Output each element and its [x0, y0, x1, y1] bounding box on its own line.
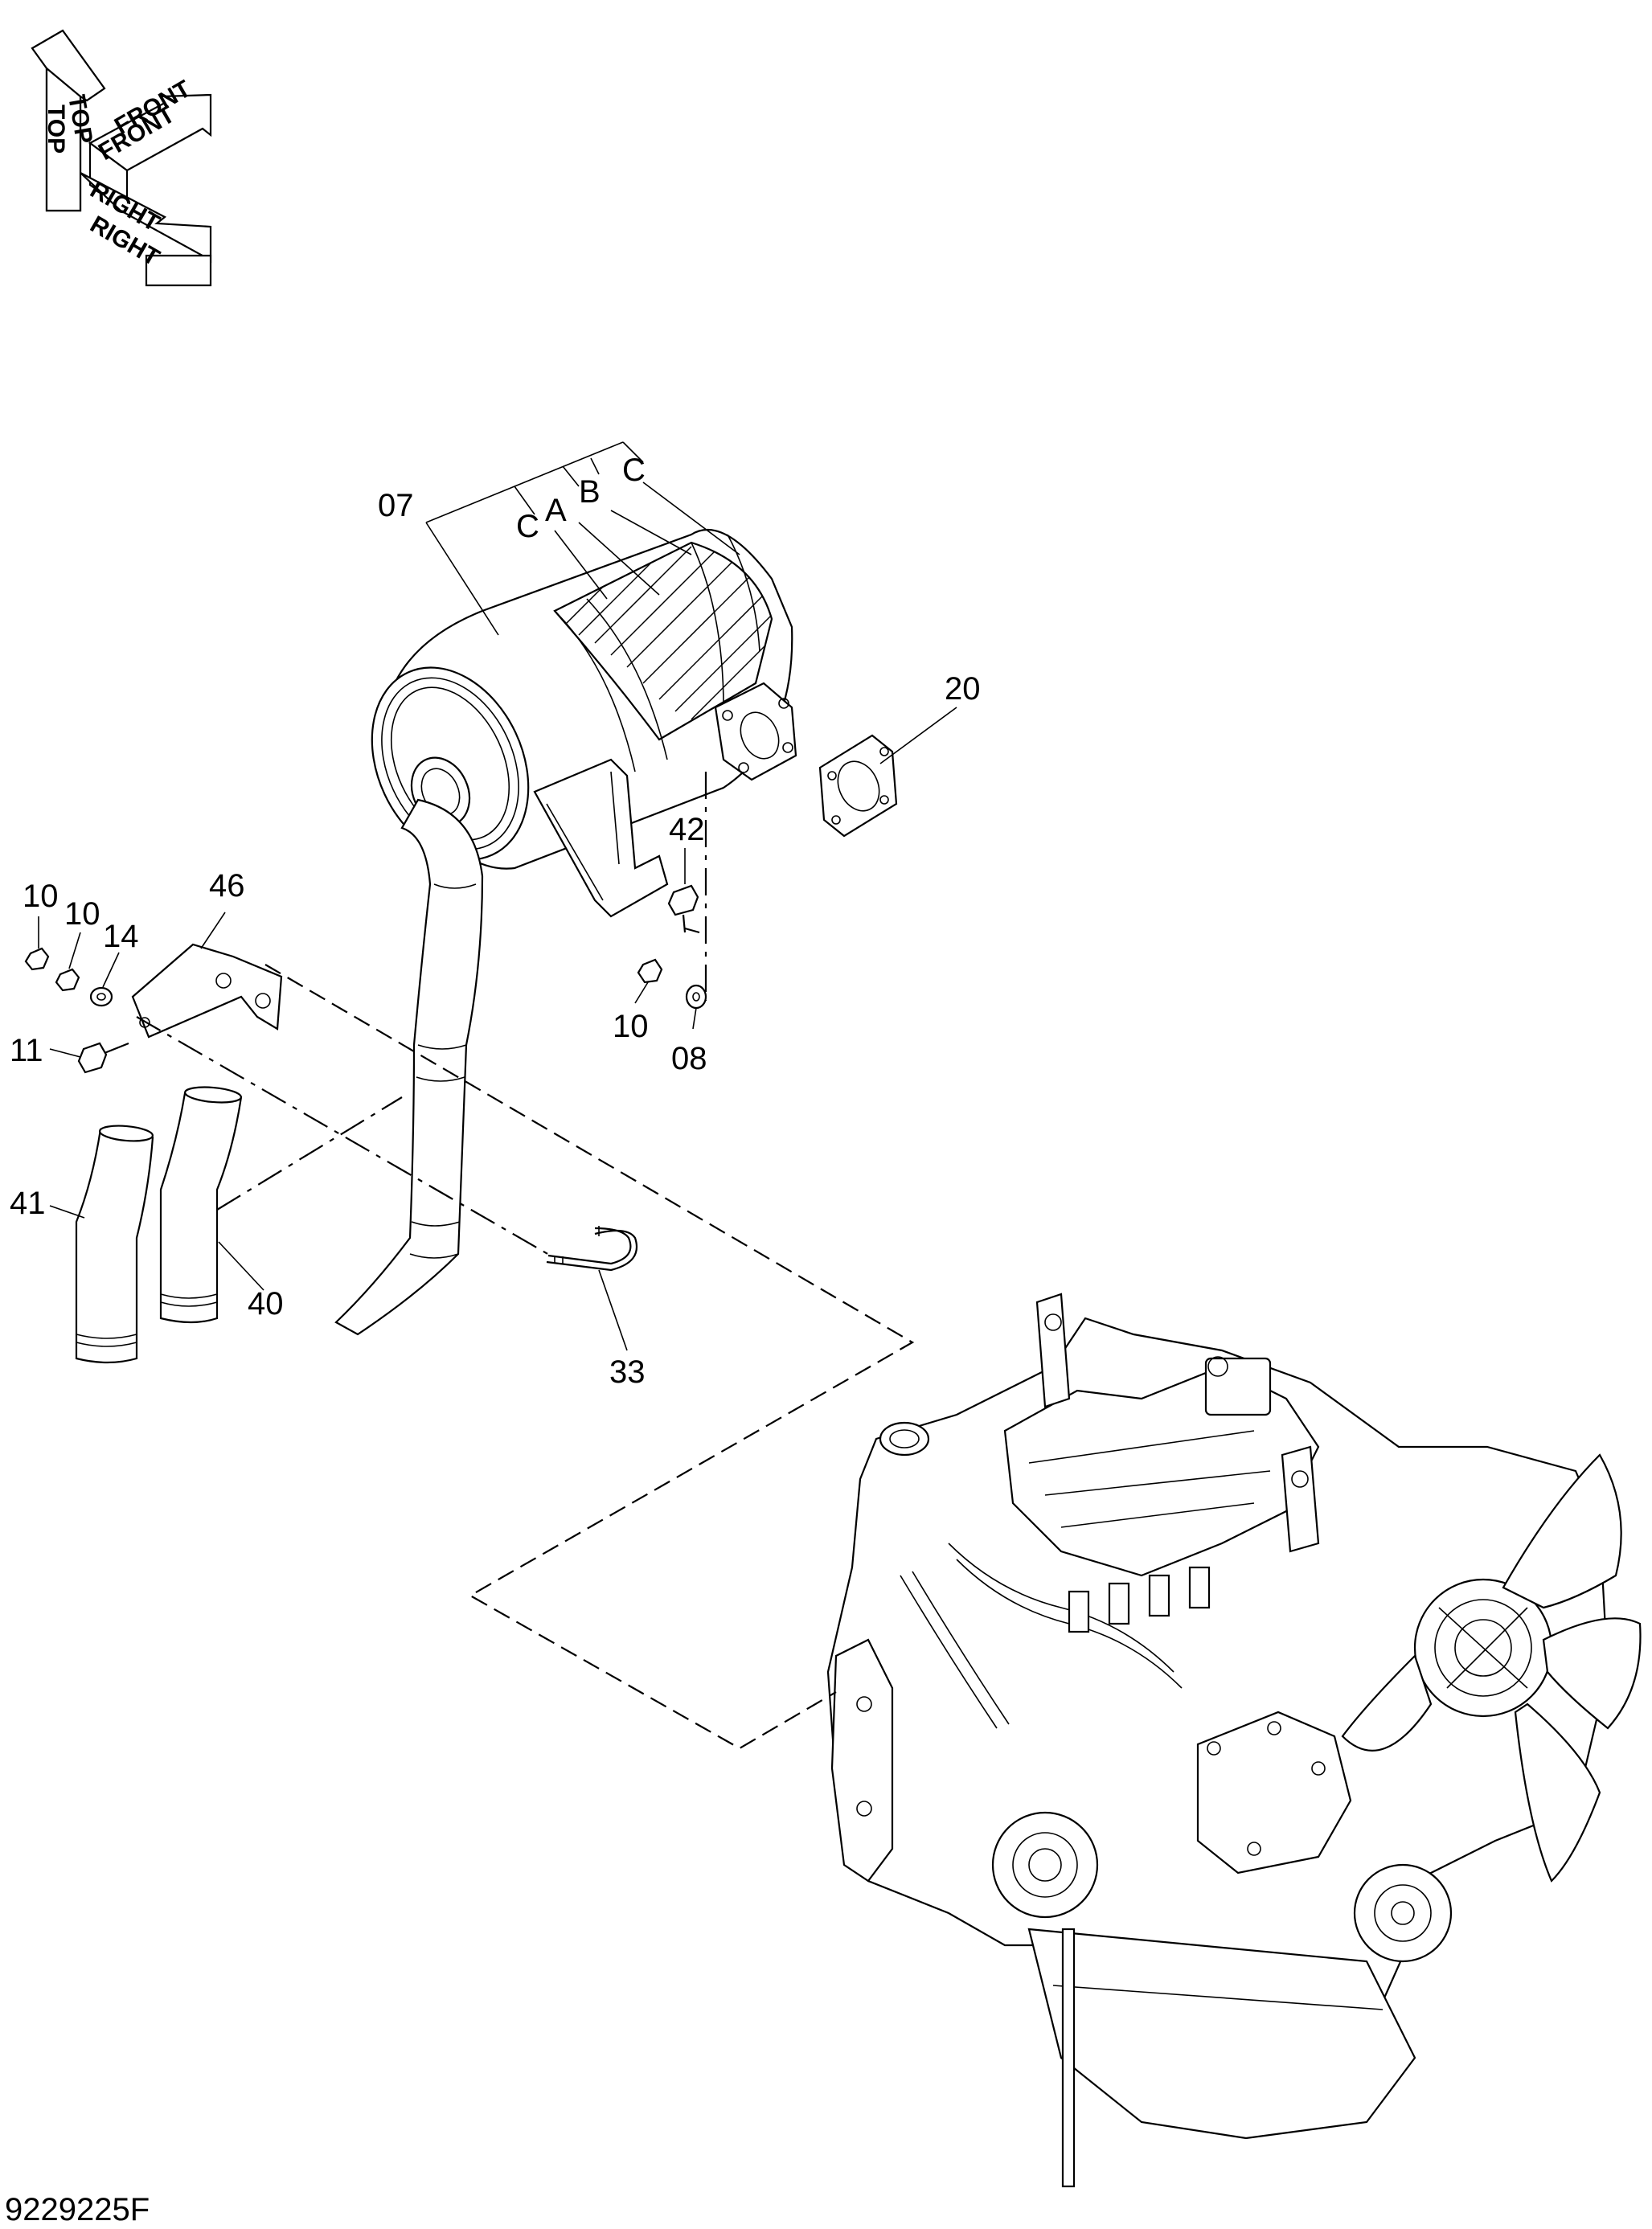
hose-part-41: [75, 1125, 154, 1364]
callout-C-left: C: [516, 509, 539, 544]
muffler-part-07: [371, 528, 797, 918]
callout-40: 40: [248, 1286, 284, 1321]
callout-B: B: [579, 474, 601, 510]
callout-20: 20: [945, 671, 981, 707]
callout-33: 33: [609, 1354, 646, 1390]
callout-08: 08: [671, 1041, 707, 1076]
u-bolt-part-33: [546, 1226, 638, 1272]
orientation-indicator: TOP TOP FRONT FRONT RIGHT RIGHT: [31, 29, 212, 287]
callout-46: 46: [209, 868, 245, 903]
callout-C-right: C: [622, 453, 646, 488]
callout-labels: 07 C A B C 20 42 46 10 10 14 11 10 08 41…: [10, 453, 981, 1390]
gasket-part-20: [818, 734, 898, 838]
callout-41: 41: [10, 1186, 46, 1221]
drawing-number: 9229225F: [5, 2192, 150, 2227]
orientation-top-label: TOP: [43, 104, 69, 154]
assembly-reference-lines: [136, 772, 915, 1750]
callout-10-c: 10: [613, 1009, 649, 1044]
callout-A: A: [545, 493, 567, 528]
tail-pipe: [334, 798, 484, 1336]
bracket-part-46: [131, 943, 283, 1039]
callout-10-a: 10: [23, 879, 59, 914]
callout-07: 07: [378, 488, 414, 523]
callout-11: 11: [10, 1033, 43, 1068]
hose-part-40: [159, 1086, 243, 1324]
callout-10-b: 10: [64, 896, 100, 932]
callout-42: 42: [669, 812, 705, 847]
leader-lines: [38, 441, 957, 1351]
callout-14: 14: [103, 919, 139, 954]
engine-assembly: [826, 1293, 1642, 2188]
fasteners: [24, 884, 707, 1074]
